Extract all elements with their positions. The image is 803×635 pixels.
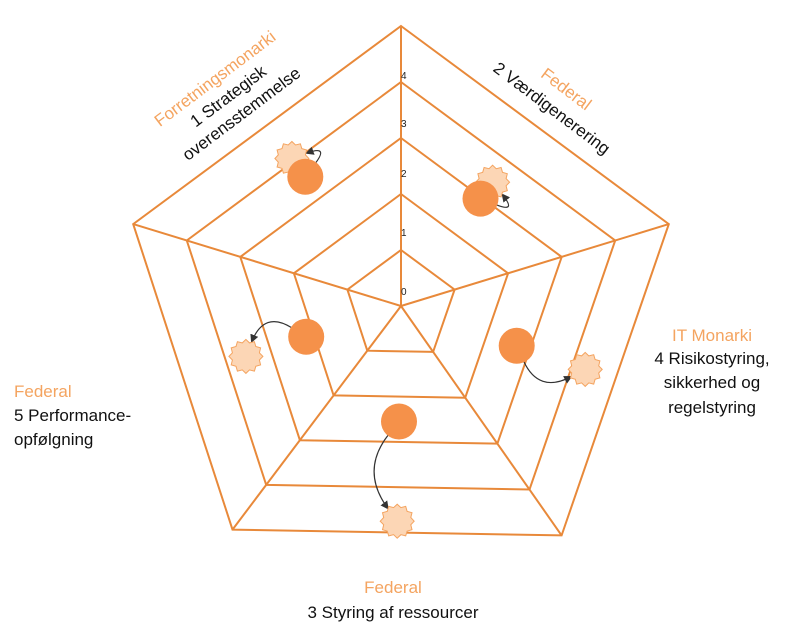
radar-ring-3 [239, 136, 563, 445]
current-marker-axis-4 [498, 327, 535, 364]
radar-spoke-2 [400, 223, 670, 307]
axis-3-governance-label: Federal [364, 578, 422, 597]
tick-label-4: 4 [401, 71, 407, 82]
radar-spoke-5 [132, 223, 402, 307]
axis-4-name-line-1: 4 Risikostyring, [654, 349, 769, 368]
radar-ring-2 [292, 192, 510, 399]
radar-spoke-4 [231, 305, 402, 531]
tick-label-0: 0 [401, 287, 407, 298]
axis-4-governance-label: IT Monarki [672, 326, 752, 345]
arrow-axis-4 [523, 361, 573, 384]
axis-5-name-line-1: 5 Performance- [14, 406, 131, 425]
target-marker-axis-5 [228, 338, 264, 375]
axis-label-group-5: Federal 5 Performance- opfølgning [14, 382, 131, 449]
current-marker-axis-1 [287, 158, 324, 195]
axis-4-name-line-2: sikkerhed og [664, 373, 760, 392]
radar-ring-4 [185, 80, 617, 491]
axis-label-group-2: Federal 2 Værdigenerering [490, 58, 614, 158]
arrow-axis-2 [496, 193, 511, 208]
tick-label-2: 2 [401, 169, 407, 180]
level-markers [228, 140, 603, 539]
axis-5-name-line-2: opfølgning [14, 430, 93, 449]
axis-label-group-4: IT Monarki 4 Risikostyring, sikkerhed og… [654, 326, 769, 417]
target-marker-axis-3 [379, 503, 415, 539]
tick-label-3: 3 [401, 119, 407, 130]
axis-5-governance-label: Federal [14, 382, 72, 401]
change-arrows [250, 146, 573, 510]
axis-label-group-3: Federal 3 Styring af ressourcer [307, 578, 478, 622]
tick-label-1: 1 [401, 228, 407, 239]
arrow-axis-3 [373, 434, 389, 510]
arrow-axis-1 [305, 146, 322, 164]
current-marker-axis-5 [288, 318, 325, 355]
scale-ticks: 0 1 2 3 4 [401, 71, 407, 298]
current-marker-axis-2 [462, 180, 499, 217]
axis-3-name-line-1: 3 Styring af ressourcer [307, 603, 478, 622]
axis-4-name-line-3: regelstyring [668, 398, 756, 417]
radar-ring-1 [346, 248, 456, 353]
arrow-axis-5 [250, 321, 293, 344]
radar-spoke-3 [400, 305, 563, 536]
current-marker-axis-3 [381, 403, 417, 440]
target-marker-axis-4 [567, 351, 603, 388]
axis-label-group-1: Forretningsmonarki 1 Strategisk overenss… [151, 27, 304, 164]
